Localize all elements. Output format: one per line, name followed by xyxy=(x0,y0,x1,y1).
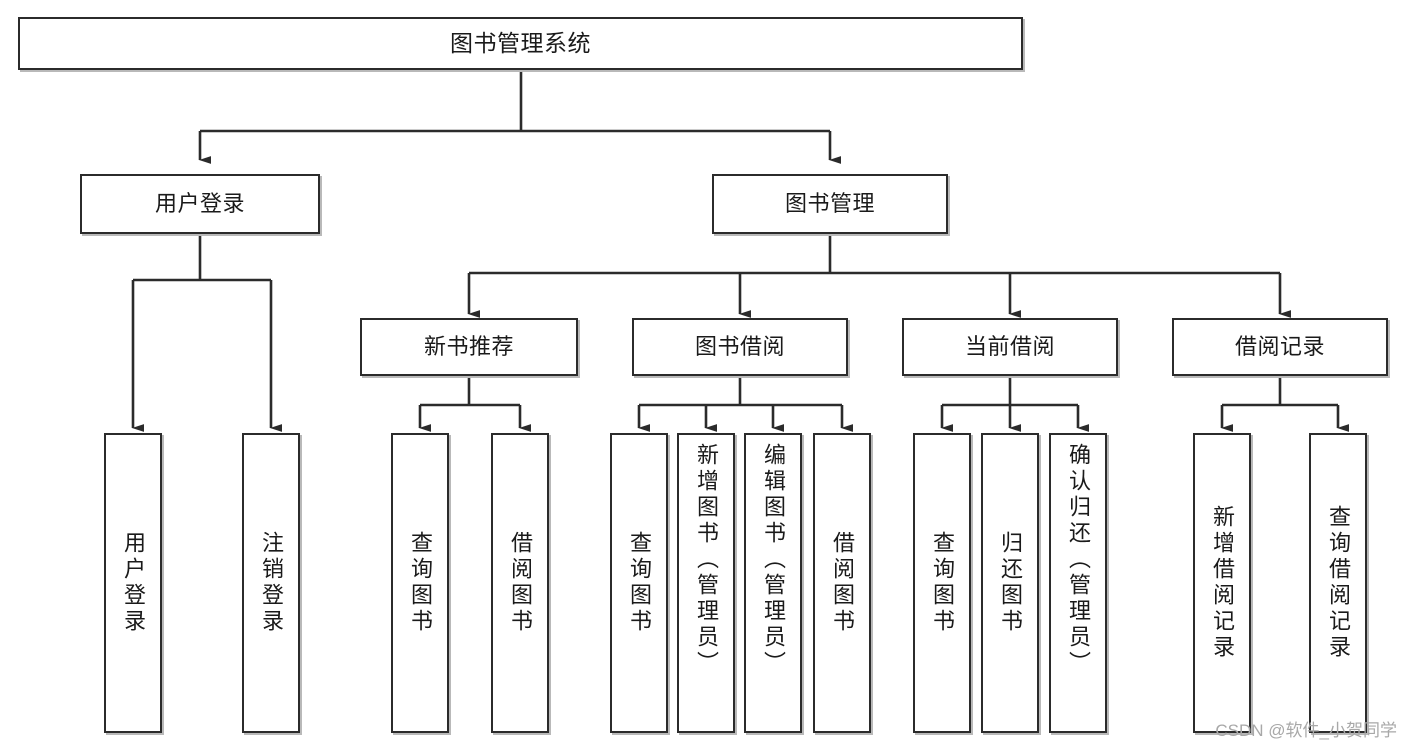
node-leaf-add-book-admin[interactable]: 新增图书（管理员） xyxy=(677,433,735,733)
node-label: 确认归还（管理员） xyxy=(1066,443,1091,677)
node-leaf-borrow-book-recommend[interactable]: 借阅图书 xyxy=(491,433,549,733)
node-leaf-user-login[interactable]: 用户登录 xyxy=(104,433,162,733)
node-label: 新增借阅记录 xyxy=(1210,505,1235,661)
node-book-borrow[interactable]: 图书借阅 xyxy=(632,318,848,376)
node-label: 图书管理系统 xyxy=(450,29,591,56)
node-label: 归还图书 xyxy=(998,531,1023,635)
node-label: 用户登录 xyxy=(121,531,146,635)
node-label: 用户登录 xyxy=(154,191,245,217)
node-book-management[interactable]: 图书管理 xyxy=(712,174,948,234)
node-root-book-management-system[interactable]: 图书管理系统 xyxy=(18,17,1023,70)
node-label: 注销登录 xyxy=(259,531,284,635)
node-leaf-borrow-book[interactable]: 借阅图书 xyxy=(813,433,871,733)
node-leaf-query-book[interactable]: 查询图书 xyxy=(610,433,668,733)
node-user-login[interactable]: 用户登录 xyxy=(80,174,320,234)
node-current-borrow[interactable]: 当前借阅 xyxy=(902,318,1118,376)
node-leaf-return-book[interactable]: 归还图书 xyxy=(981,433,1039,733)
node-label: 编辑图书（管理员） xyxy=(761,443,786,677)
node-label: 查询图书 xyxy=(408,531,433,635)
csdn-watermark: CSDN @软件_小贺同学 xyxy=(1215,721,1397,740)
node-leaf-query-borrow-record[interactable]: 查询借阅记录 xyxy=(1309,433,1367,733)
node-label: 借阅图书 xyxy=(830,531,855,635)
node-leaf-add-borrow-record[interactable]: 新增借阅记录 xyxy=(1193,433,1251,733)
node-leaf-logout[interactable]: 注销登录 xyxy=(242,433,300,733)
node-label: 查询图书 xyxy=(930,531,955,635)
node-leaf-query-book-recommend[interactable]: 查询图书 xyxy=(391,433,449,733)
node-label: 新书推荐 xyxy=(423,334,514,360)
node-new-book-recommend[interactable]: 新书推荐 xyxy=(360,318,578,376)
node-leaf-edit-book-admin[interactable]: 编辑图书（管理员） xyxy=(744,433,802,733)
node-leaf-query-book-current[interactable]: 查询图书 xyxy=(913,433,971,733)
node-label: 图书管理 xyxy=(784,191,875,217)
node-label: 查询图书 xyxy=(627,531,652,635)
node-label: 查询借阅记录 xyxy=(1326,505,1351,661)
node-leaf-confirm-return-admin[interactable]: 确认归还（管理员） xyxy=(1049,433,1107,733)
node-label: 新增图书（管理员） xyxy=(694,443,719,677)
node-label: 图书借阅 xyxy=(694,334,785,360)
node-label: 借阅记录 xyxy=(1234,334,1325,360)
node-label: 当前借阅 xyxy=(964,334,1055,360)
node-borrow-record[interactable]: 借阅记录 xyxy=(1172,318,1388,376)
node-label: 借阅图书 xyxy=(508,531,533,635)
